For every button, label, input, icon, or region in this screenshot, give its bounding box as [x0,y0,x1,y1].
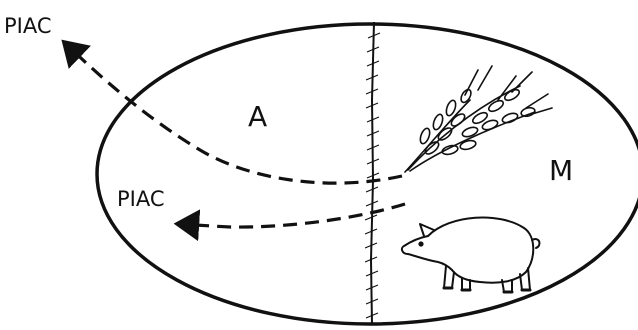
pig-icon [400,216,541,294]
outer-market-label: PIAC [4,14,52,38]
outer-flow-arrow [61,39,403,185]
border-line [364,21,381,326]
inner-flow-arrow [173,202,406,242]
inner-market-label: PIAC [117,187,165,211]
region-label-m: M [549,154,573,187]
wheat-icon [404,65,553,173]
economy-ellipse [95,22,638,326]
region-label-a: A [248,100,267,133]
